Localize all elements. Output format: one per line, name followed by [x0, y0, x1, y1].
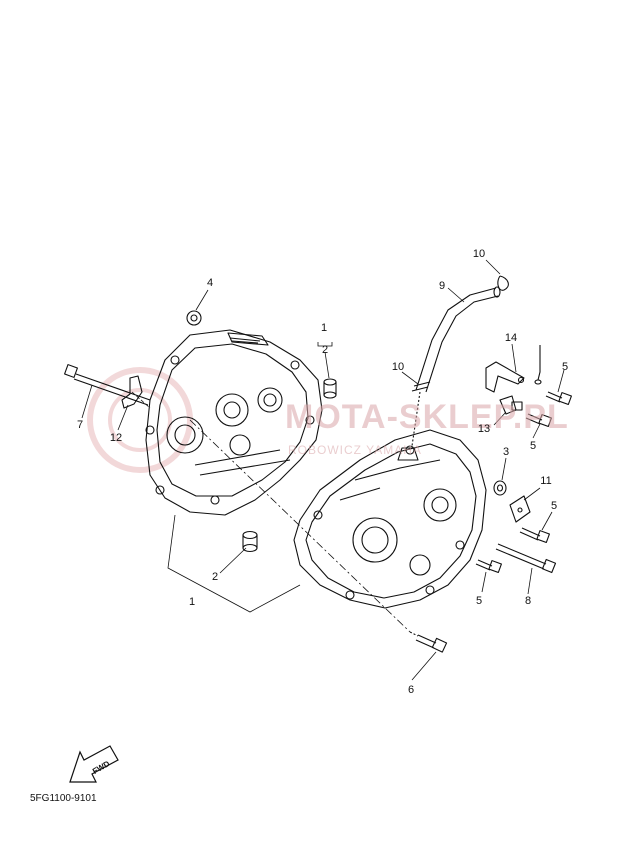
leader-6	[411, 651, 437, 681]
bolt-5-a	[545, 391, 572, 406]
callout-14: 14	[504, 332, 518, 344]
leader-11	[523, 487, 541, 501]
clamp-13	[499, 395, 523, 415]
leader-3	[501, 457, 507, 481]
bolt-8	[495, 543, 557, 574]
callout-11: 11	[540, 475, 552, 487]
leader-8	[527, 567, 533, 595]
leader-2-lower	[219, 547, 247, 574]
washer-3	[493, 480, 507, 496]
callout-7: 7	[76, 419, 84, 431]
leader-10-upper	[485, 259, 501, 275]
dowel-pin-lower	[242, 530, 258, 553]
breather-hose-9	[415, 286, 501, 393]
bolt-5-c	[519, 527, 550, 544]
leader-2-upper	[324, 351, 330, 379]
leader-10-lower	[401, 371, 419, 385]
leader-5-b	[532, 423, 541, 439]
callout-2-upper: 2	[321, 344, 329, 356]
leader-5-c	[541, 511, 553, 531]
callout-5-a: 5	[561, 361, 569, 373]
leader-1-lower	[167, 514, 301, 613]
callout-3: 3	[502, 446, 510, 458]
leader-12	[117, 404, 129, 431]
clamp-12	[121, 375, 143, 409]
callout-1-lower: 1	[188, 596, 196, 608]
left-crankcase	[145, 329, 323, 516]
plate-11	[509, 495, 531, 523]
bracket-14	[485, 345, 542, 393]
callout-4: 4	[206, 277, 214, 289]
leader-5-d	[481, 571, 487, 593]
leader-4	[195, 289, 209, 311]
bolt-5-d	[475, 559, 502, 574]
bolt-6	[409, 631, 448, 653]
washer-4	[186, 310, 202, 326]
leader-14	[511, 343, 517, 373]
hose-clip-10-lower	[411, 381, 431, 392]
diagram-code: 5FG1100-9101	[30, 793, 97, 804]
watermark-subtext: ROBOWICZ YAMAHA	[288, 443, 422, 457]
callout-13: 13	[477, 423, 491, 435]
fwd-arrow-icon	[69, 745, 119, 783]
callout-10-lower: 10	[391, 361, 405, 373]
leader-1-2-upper	[317, 342, 333, 347]
callout-8: 8	[524, 595, 532, 607]
callout-9: 9	[438, 280, 446, 292]
callout-2-lower: 2	[211, 571, 219, 583]
right-crankcase	[293, 429, 487, 609]
callout-12: 12	[109, 432, 123, 444]
callout-5-d: 5	[475, 595, 483, 607]
dowel-pin-upper	[323, 378, 337, 399]
leader-13	[493, 411, 507, 426]
leader-9	[447, 287, 465, 303]
callout-6: 6	[407, 684, 415, 696]
leader-7	[81, 384, 93, 419]
bolt-5-b	[525, 413, 552, 428]
callout-5-b: 5	[529, 440, 537, 452]
watermark-text: MOTA-SKLEP.PL	[285, 398, 569, 436]
leader-5-a	[557, 369, 565, 393]
hose-clip-10-upper	[497, 275, 509, 291]
callout-1-upper: 1	[320, 322, 328, 334]
callout-10-upper: 10	[472, 248, 486, 260]
callout-5-c: 5	[550, 500, 558, 512]
